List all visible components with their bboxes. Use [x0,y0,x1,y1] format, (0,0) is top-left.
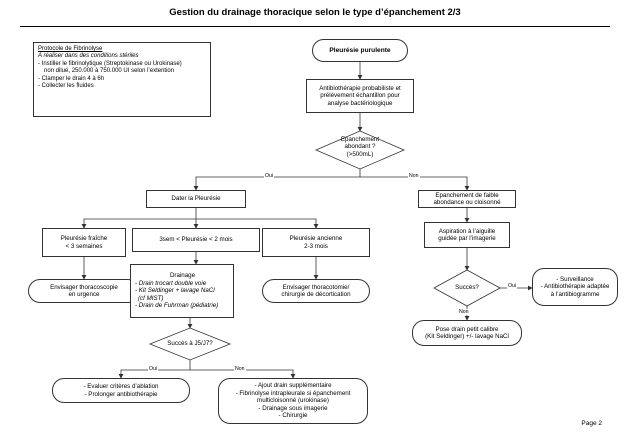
protocole-line: non dilué, 250.000 à 750.000 UI selon l’… [44,68,175,75]
node-pleuresie-fraiche: Pleurésie fraîche < 3 semaines [42,228,126,257]
protocole-title: Protocole de Fibrinolyse [38,46,103,52]
node-dater-pleuresie: Dater la Pleurésie [146,190,246,208]
succes-question-text: Succès? [437,284,497,291]
node-label: - Drainage sous imagerie [258,404,328,412]
node-label: Envisager thoracotomie/ [282,283,350,291]
diamond-succes [433,269,501,307]
node-label: < 3 semaines [65,242,103,250]
node-label: - Drain de Fuhrman (pédiatrie) [135,302,219,310]
node-label: - Fibrinolyse intrapleurale si épancheme… [235,389,351,397]
edge-label-oui: Oui [264,173,275,179]
node-label: (cf MIST) [138,294,164,302]
node-label: abondance ou cloisonné [433,199,501,206]
node-label: - Antibiothérapie adaptée [540,283,610,291]
node-label: Pleurésie fraîche [60,235,108,243]
protocole-line: - Collecter les fluides [38,83,94,90]
node-label: - Evaluer critères d’ablation [83,383,159,391]
node-pleuresie-purulente: Pleurésie purulente [312,39,408,62]
node-label: Pleurésie ancienne [289,235,343,243]
edge-dater-ancienne [196,218,319,229]
edge-succes-non [190,369,296,379]
node-faible-abondance: Epanchement de faible abondance ou clois… [418,190,516,208]
edge-label-non: Non [458,309,470,315]
node-label: - Chirurgie [278,412,308,420]
edge-question-oui [193,169,361,191]
node-label: - Kit Seldinger + lavage NaCl [135,287,215,295]
node-label: Epanchement de faible [435,191,499,199]
node-thoracotomie: Envisager thoracotomie/ chirurgie de déc… [262,279,370,303]
node-label: Envisager thoracoscopie [50,283,118,291]
diamond-label: Succès? [455,284,479,291]
node-label: (Kit Seldinger) +/- lavage NaCl [425,333,509,340]
protocole-subtitle: A réaliser dans des conditions stériles [38,53,139,60]
node-label: Drainage [169,272,196,280]
node-label: Aspiration à l’aiguille [438,227,496,235]
edge-label-non: Non [408,173,420,179]
node-surveillance: - Surveillance - Antibiothérapie adaptée… [532,268,618,306]
protocole-fibrinolyse-box: Protocole de Fibrinolyse A réaliser dans… [33,42,211,117]
node-label: 3sem < Pleurésie < 2 mois [159,236,233,244]
node-label: multicloisonné (urokinase) [257,397,329,405]
page-number: Page 2 [581,420,602,427]
diamond-succes-j5 [148,327,232,361]
diamond-label: abondant ? [344,143,376,151]
node-label: - Prolonger antibiothérapie [84,390,158,398]
page-title: Gestion du drainage thoracique selon le … [169,7,461,18]
node-label: - Drain trocart double voie [135,279,207,287]
node-pleuresie-ancienne: Pleurésie ancienne 2-3 mois [262,228,370,257]
edge-label-oui: Oui [507,283,518,289]
node-label: à l’antibiogramme [550,290,600,298]
epanchement-question-text: Epanchement abondant ? (>500mL) [320,136,400,158]
node-pleuresie-intermediaire: 3sem < Pleurésie < 2 mois [132,228,260,252]
node-label: chirurgie de décortication [281,291,351,298]
diamond-label: Succès à J5/J7? [167,340,213,347]
node-drainage: Drainage - Drain trocart double voie - K… [130,264,234,318]
node-evaluer-criteres: - Evaluer critères d’ablation - Prolonge… [52,378,190,403]
node-label: - Ajout drain supplémentaire [254,382,332,390]
node-label: Pleurésie purulente [329,46,391,54]
node-label: Antibiothérapie probabiliste et [319,84,401,92]
node-label: 2-3 mois [304,242,328,250]
node-label: Dater la Pleurésie [171,195,221,203]
node-thoracoscopie: Envisager thoracoscopie en urgence [28,279,140,303]
protocole-line: - Clamper le drain 4 à 6h [38,75,105,82]
node-pose-drain: Pose drain petit calibre (Kit Seldinger)… [412,320,522,346]
node-label: guidée par l’imagerie [438,235,496,242]
node-label: prélèvement échantillon pour [320,92,400,100]
protocole-line: - Instiller le fibrinolytique (Streptoki… [38,60,182,67]
diamond-label: Epanchement [340,136,380,143]
diamond-epanchement-abondant [314,130,406,170]
succes-j5-question-text: Succès à J5/J7? [150,340,230,347]
node-antibiotherapie: Antibiothérapie probabiliste et prélèvem… [306,79,414,113]
title-divider [20,26,610,27]
node-label: en urgence [68,291,100,298]
node-label: analyse bactériologique [327,99,393,107]
node-aspiration-aiguille: Aspiration à l’aiguille guidée par l’ima… [424,222,510,248]
diamond-label: (>500mL) [346,150,374,158]
edge-label-oui: Oui [148,366,159,372]
edge-label-non: Non [234,366,246,372]
node-label: Pose drain petit calibre [435,325,499,333]
edge-dater-fraiche [81,208,197,229]
node-label: - Surveillance [556,275,594,283]
node-ajout-drain: - Ajout drain supplémentaire - Fibrinoly… [218,378,368,424]
edge-question-non [360,176,470,191]
